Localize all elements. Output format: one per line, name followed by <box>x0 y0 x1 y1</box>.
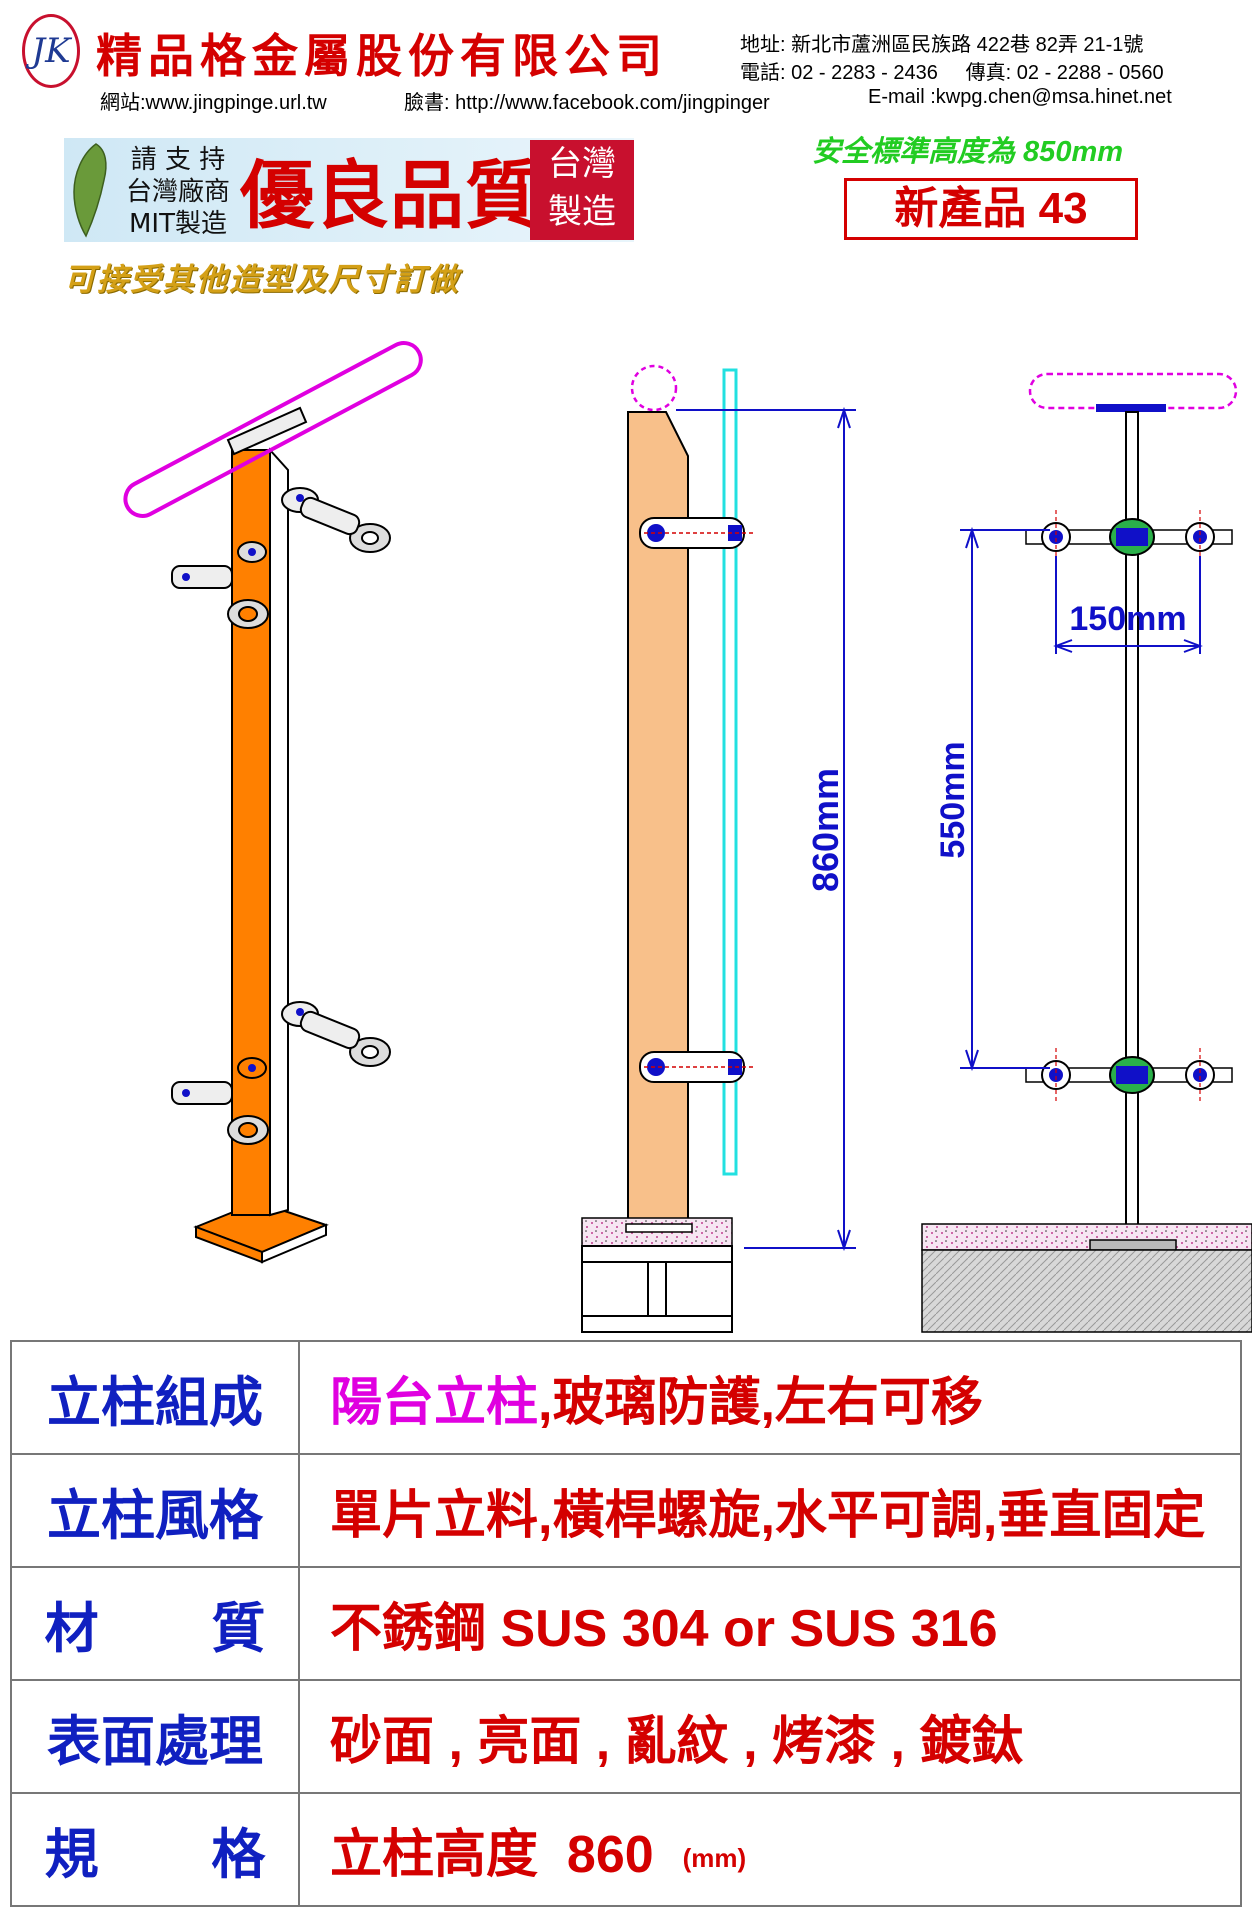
spec-unit: (mm) <box>682 1842 747 1873</box>
side-elevation-view <box>581 364 856 1333</box>
company-logo: JK <box>22 14 80 88</box>
website-link[interactable]: 網站:www.jingpinge.url.tw <box>100 92 327 114</box>
table-row: 規 格 立柱高度 860 (mm) <box>10 1792 1242 1907</box>
badge-line: 台灣 <box>548 144 616 184</box>
spec-value: 陽台立柱,玻璃防護,左右可移 <box>298 1340 1242 1455</box>
spec-table: 立柱組成 陽台立柱,玻璃防護,左右可移 立柱風格 單片立料,橫桿螺旋,水平可調,… <box>10 1340 1242 1907</box>
safety-height-note: 安全標準高度為 850mm <box>812 136 1124 168</box>
spec-value-text: ,玻璃防護,左右可移 <box>538 1374 983 1432</box>
spec-value: 砂面 , 亮面 , 亂紋 , 烤漆 , 鍍鈦 <box>298 1679 1242 1794</box>
badge-line: 製造 <box>548 192 616 232</box>
front-elevation-view <box>921 372 1252 1333</box>
phone-fax-text: 電話: 02 - 2283 - 2436 傳真: 02 - 2288 - 056… <box>740 62 1164 84</box>
clamp-row-upper <box>1025 518 1233 556</box>
spec-value: 單片立料,橫桿螺旋,水平可調,垂直固定 <box>298 1453 1242 1568</box>
dimension-860-label: 860mm <box>805 768 846 892</box>
clamp-row-lower <box>1025 1056 1233 1094</box>
spec-value-highlight: 陽台立柱 <box>330 1374 539 1432</box>
spec-value: 不銹鋼 SUS 304 or SUS 316 <box>298 1566 1242 1681</box>
support-line: MIT製造 <box>129 209 227 239</box>
spec-value: 立柱高度 860 (mm) <box>298 1792 1242 1907</box>
table-row: 表面處理 砂面 , 亮面 , 亂紋 , 烤漆 , 鍍鈦 <box>10 1679 1242 1794</box>
dimension-150-label: 150mm <box>1069 600 1186 638</box>
isometric-post-view <box>123 340 423 1264</box>
spec-label: 規 格 <box>10 1792 300 1907</box>
table-row: 立柱風格 單片立料,橫桿螺旋,水平可調,垂直固定 <box>10 1453 1242 1568</box>
dimension-550-label: 550mm <box>934 741 972 858</box>
taiwan-map-icon <box>73 143 107 238</box>
spec-label: 立柱風格 <box>10 1453 300 1568</box>
technical-drawing: 860mm <box>123 340 1252 1333</box>
support-line: 請 支 持 <box>130 145 226 175</box>
made-in-taiwan-badge: 台灣 製造 <box>530 140 634 240</box>
quality-title: 優良品質 <box>240 153 540 239</box>
email-link[interactable]: E-mail :kwpg.chen@msa.hinet.net <box>868 86 1172 108</box>
support-line: 台灣廠商 <box>125 177 230 207</box>
facebook-link[interactable]: 臉書: http://www.facebook.com/jingpinger <box>404 92 770 114</box>
table-row: 材 質 不銹鋼 SUS 304 or SUS 316 <box>10 1566 1242 1681</box>
spec-label: 表面處理 <box>10 1679 300 1794</box>
spec-value-text: 立柱高度 860 <box>330 1826 654 1884</box>
spec-label: 立柱組成 <box>10 1340 300 1455</box>
support-text: 請 支 持 台灣廠商 MIT製造 <box>116 144 240 240</box>
table-row: 立柱組成 陽台立柱,玻璃防護,左右可移 <box>10 1340 1242 1455</box>
custom-order-note: 可接受其他造型及尺寸訂做 <box>64 262 460 298</box>
company-name: 精品格金屬股份有限公司 <box>96 29 668 83</box>
address-text: 地址: 新北市蘆洲區民族路 422巷 82弄 21-1號 <box>740 34 1144 56</box>
product-label: 新產品 43 <box>844 178 1138 240</box>
spec-label: 材 質 <box>10 1566 300 1681</box>
